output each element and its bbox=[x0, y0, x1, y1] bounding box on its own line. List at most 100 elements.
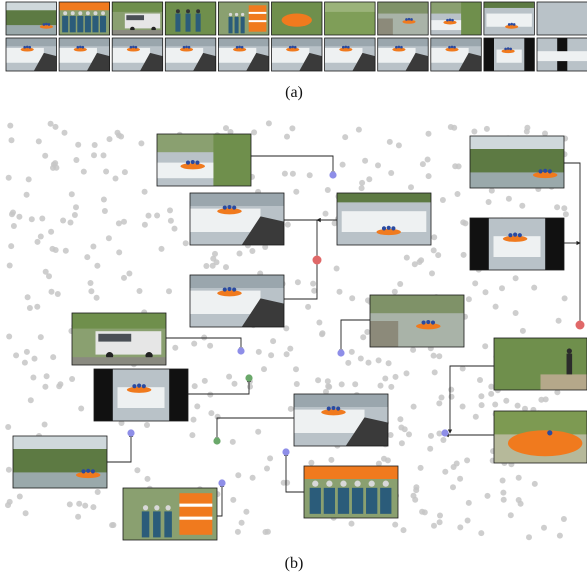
embedding-point bbox=[243, 508, 250, 515]
embedding-point bbox=[315, 377, 322, 384]
embedding-point bbox=[430, 247, 437, 254]
embedding-point bbox=[478, 530, 485, 537]
embedding-point bbox=[322, 210, 329, 217]
embedding-point bbox=[478, 402, 485, 409]
embedding-point bbox=[283, 351, 290, 358]
embedding-point bbox=[392, 373, 399, 380]
highlighted-point-green bbox=[213, 437, 221, 445]
embedding-point bbox=[355, 126, 362, 133]
embedding-point bbox=[439, 197, 446, 203]
strip-frame-row2 bbox=[536, 37, 587, 72]
embedding-point bbox=[388, 170, 395, 176]
embedding-point bbox=[542, 130, 548, 137]
embedding-point bbox=[357, 355, 364, 362]
embedding-point bbox=[375, 460, 382, 467]
embedding-point bbox=[512, 275, 519, 282]
strip-frame-row1 bbox=[377, 1, 429, 36]
embedding-point bbox=[8, 243, 15, 250]
embedding-point bbox=[419, 161, 426, 168]
embedding-point bbox=[87, 280, 94, 286]
strip-frame-row2 bbox=[217, 37, 270, 72]
embedding-point bbox=[172, 344, 179, 351]
thumbnail-van bbox=[71, 312, 167, 366]
embedding-point bbox=[413, 487, 420, 494]
embedding-point bbox=[115, 220, 122, 227]
embedding-point bbox=[381, 455, 387, 462]
highlighted-point-blue bbox=[329, 171, 337, 179]
embedding-point bbox=[382, 375, 389, 382]
embedding-point bbox=[323, 388, 329, 395]
embedding-point bbox=[293, 188, 300, 195]
embedding-point bbox=[397, 281, 404, 287]
thumbnail-forest-river bbox=[469, 135, 565, 189]
embedding-point bbox=[210, 255, 217, 262]
embedding-point bbox=[505, 195, 512, 202]
embedding-point bbox=[418, 257, 425, 264]
embedding-point bbox=[503, 397, 510, 404]
embedding-point bbox=[417, 464, 424, 471]
highlighted-point-blue bbox=[441, 429, 449, 437]
embedding-point bbox=[331, 220, 338, 227]
embedding-point bbox=[517, 500, 524, 507]
strip-frame-row1 bbox=[58, 1, 110, 36]
embedding-point bbox=[465, 499, 472, 506]
strip-frame-row1 bbox=[111, 1, 164, 36]
embedding-point bbox=[207, 342, 214, 349]
embedding-point bbox=[214, 413, 221, 420]
highlighted-point-blue bbox=[237, 347, 245, 355]
embedding-point bbox=[121, 169, 128, 176]
embedding-point bbox=[109, 522, 116, 529]
thumbnail-connector bbox=[283, 451, 304, 493]
embedding-point bbox=[364, 329, 371, 335]
embedding-point bbox=[106, 136, 113, 143]
embedding-point bbox=[138, 140, 145, 147]
embedding-point bbox=[488, 383, 495, 390]
embedding-point bbox=[21, 359, 28, 366]
embedding-point bbox=[448, 393, 455, 400]
embedding-point bbox=[428, 432, 434, 439]
embedding-point bbox=[121, 218, 127, 225]
thumbnail-rapids-splash bbox=[189, 192, 285, 246]
embedding-point bbox=[6, 498, 13, 505]
embedding-point bbox=[359, 179, 366, 186]
embedding-point bbox=[201, 377, 208, 384]
highlighted-point-blue bbox=[282, 448, 290, 456]
embedding-point bbox=[42, 383, 49, 390]
embedding-point bbox=[270, 338, 277, 345]
embedding-point bbox=[365, 297, 371, 304]
highlighted-point-red bbox=[312, 255, 322, 265]
embedding-point bbox=[71, 212, 78, 218]
embedding-point bbox=[362, 157, 369, 164]
frame-strip bbox=[5, 1, 587, 72]
embedding-point bbox=[90, 504, 97, 511]
embedding-point bbox=[212, 250, 218, 257]
embedding-point bbox=[472, 280, 479, 287]
embedding-point bbox=[488, 390, 495, 397]
thumbnail-connectors bbox=[107, 155, 583, 517]
embedding-point bbox=[398, 440, 405, 447]
embedding-point bbox=[324, 187, 331, 193]
embedding-point bbox=[342, 134, 349, 141]
embedding-point bbox=[203, 263, 210, 269]
embedding-point bbox=[454, 191, 461, 197]
embedding-point bbox=[472, 413, 479, 420]
embedding-point bbox=[75, 141, 82, 148]
strip-frame-row1 bbox=[5, 1, 57, 36]
embedding-point bbox=[78, 405, 85, 412]
highlighted-point-red bbox=[575, 320, 585, 330]
embedding-point bbox=[105, 235, 112, 242]
embedding-point bbox=[25, 176, 32, 183]
embedding-point bbox=[167, 217, 174, 224]
embedding-point bbox=[482, 343, 489, 350]
embedding-point bbox=[22, 510, 29, 517]
embedding-point bbox=[515, 474, 522, 481]
embedding-point bbox=[377, 382, 384, 389]
embedding-point bbox=[50, 354, 57, 361]
embedding-point bbox=[261, 366, 267, 373]
embedding-point bbox=[34, 303, 41, 310]
embedding-point bbox=[42, 268, 49, 275]
embedding-point bbox=[94, 262, 101, 269]
embedding-point bbox=[141, 221, 148, 228]
embedding-point bbox=[460, 251, 467, 258]
embedding-point bbox=[69, 376, 76, 382]
